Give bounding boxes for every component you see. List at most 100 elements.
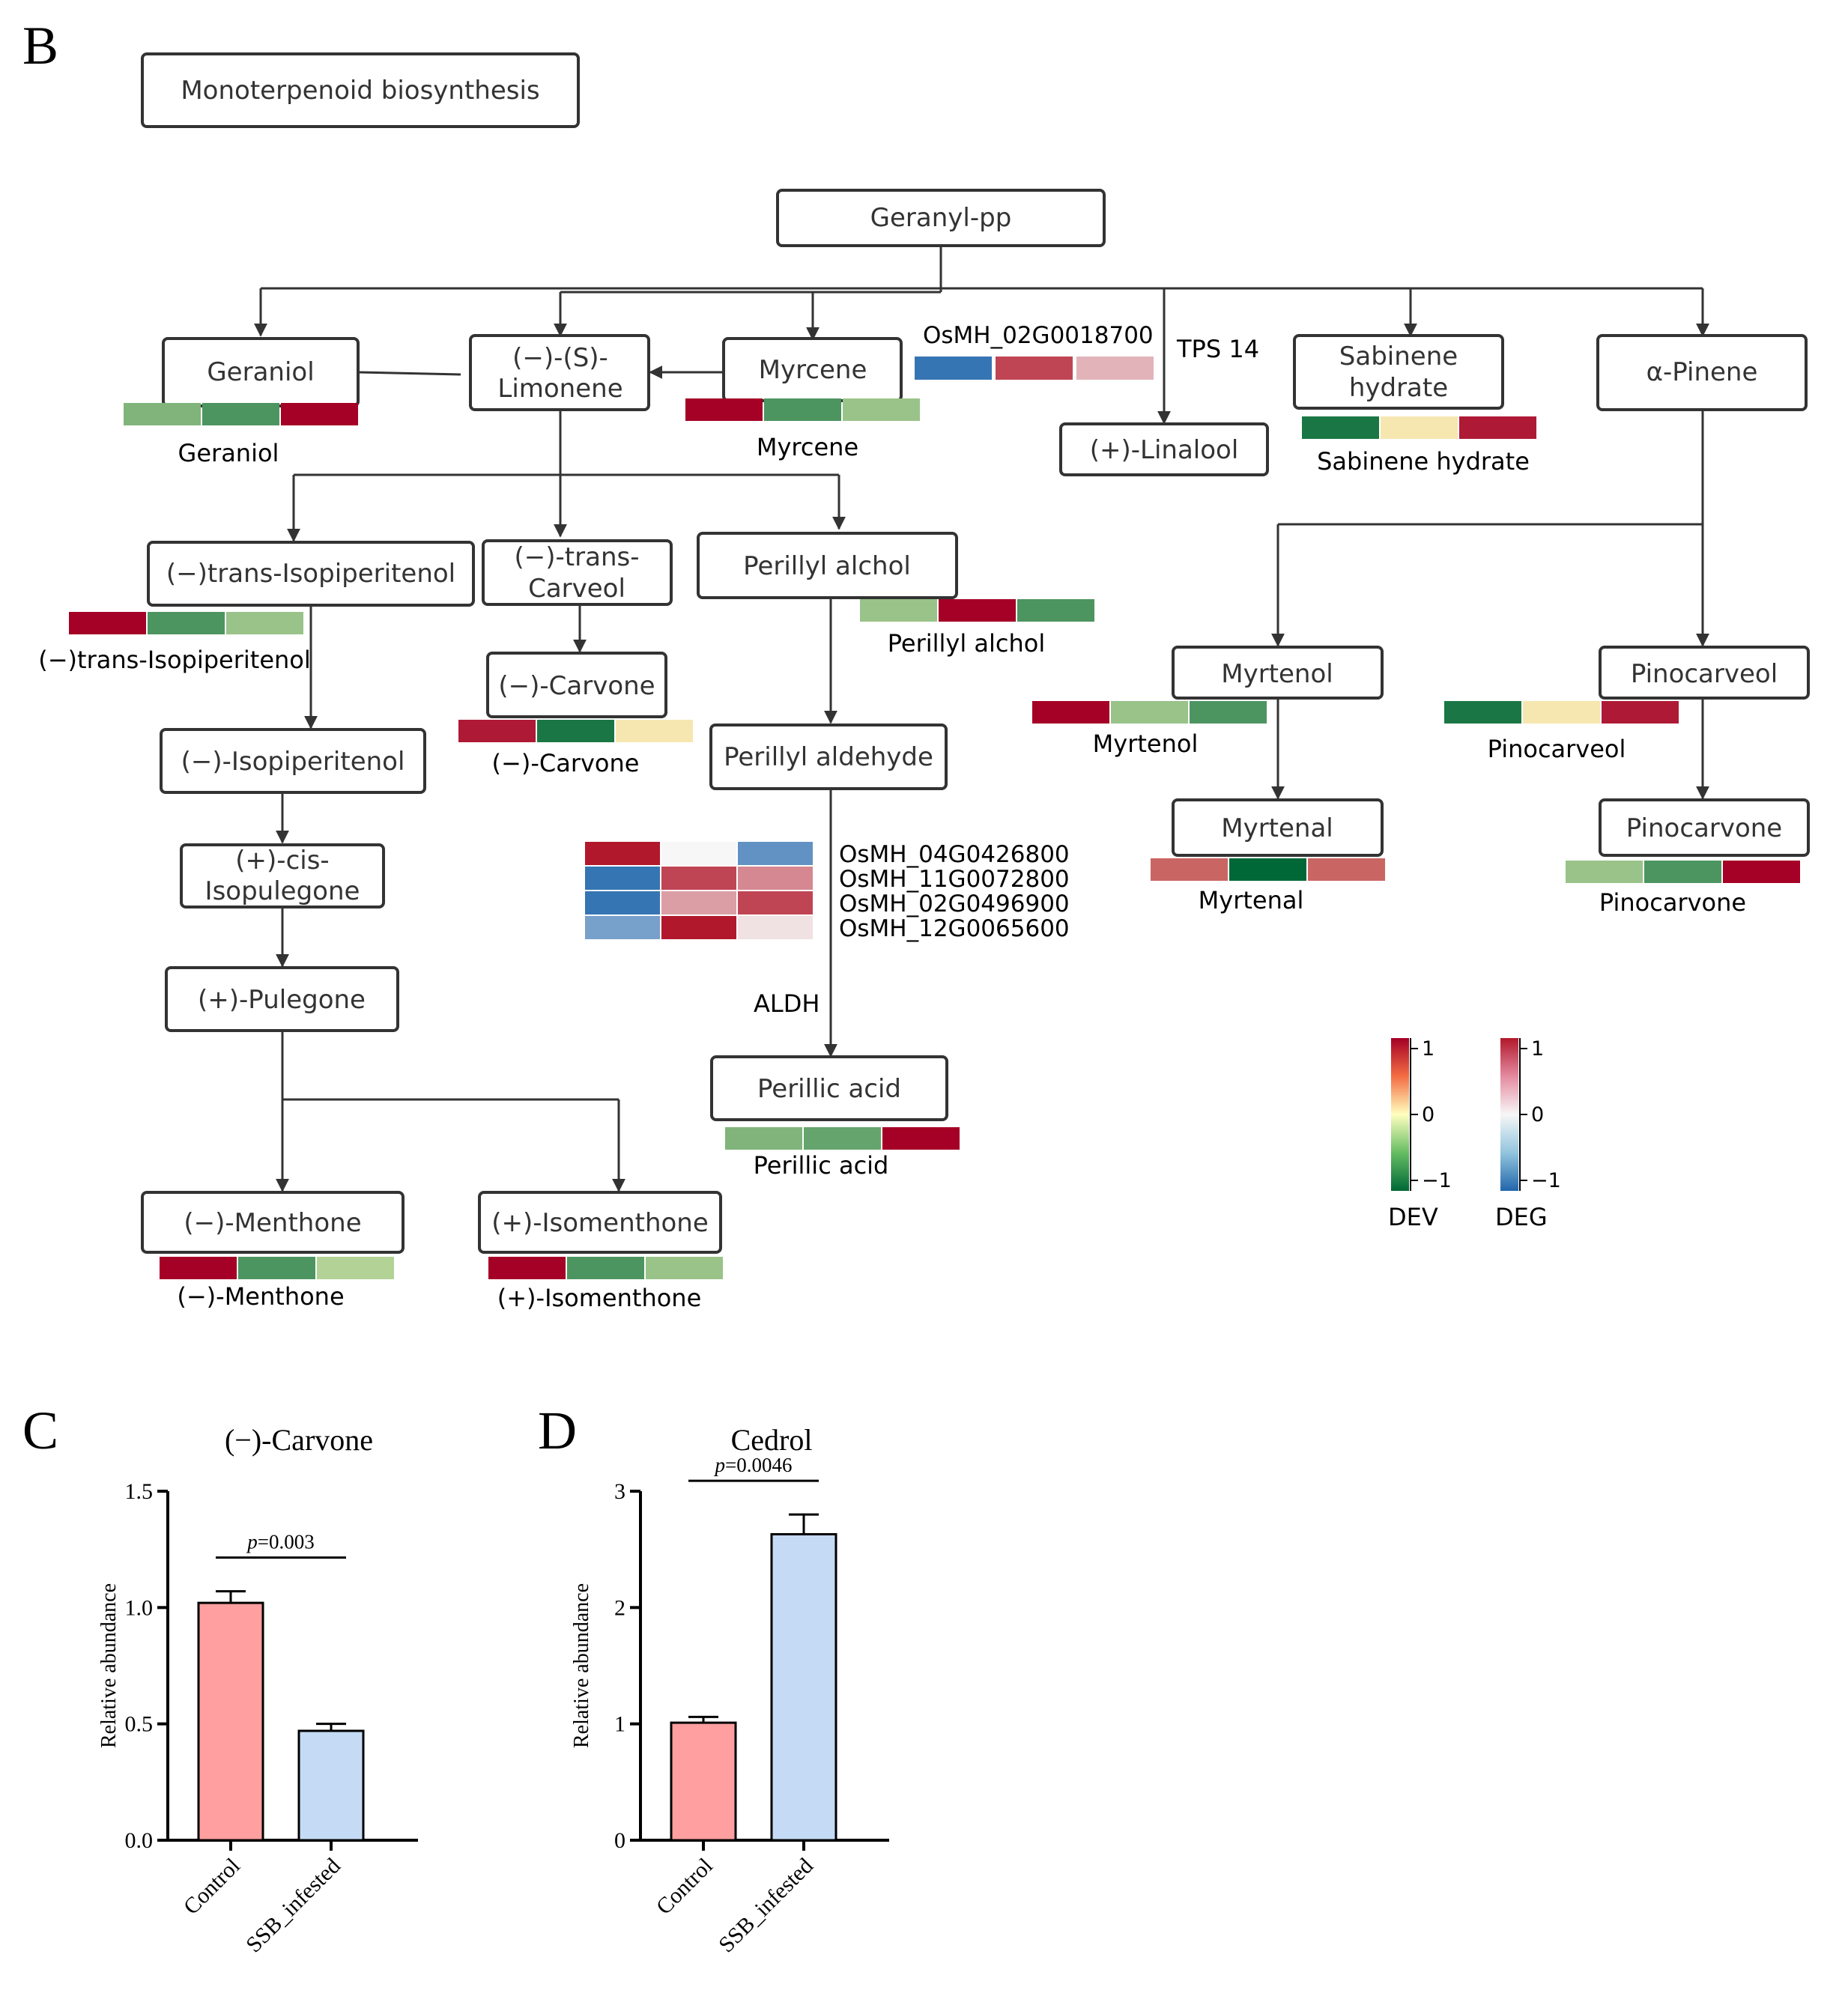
gene-label-aldh-2: OsMH_11G0072800 [839,866,1070,893]
gene-cell-aldh-2-3 [738,867,813,890]
svg-text:Myrcene: Myrcene [759,355,867,385]
legend-deg-tick-min: −1 [1531,1169,1561,1192]
y-tick-label-c-2: 1.0 [125,1595,154,1620]
node-pinocarveol: Pinocarveol [1599,646,1810,700]
heatstrip-myrcene [685,398,920,421]
heat-cell-transiso-2 [148,612,225,634]
svg-text:(−)-trans-: (−)-trans- [515,542,640,572]
y-tick-label-d-2: 2 [614,1595,625,1620]
svg-text:hydrate: hydrate [1349,373,1448,403]
y-tick-label-c-0: 0.0 [125,1828,154,1853]
heatstrip-myrtenol [1032,701,1267,724]
svg-text:Perillic acid: Perillic acid [757,1074,901,1104]
legend-dev: 1 0 −1 DEV [1388,1037,1452,1231]
gene-cell-linalool-1 [915,357,992,380]
heat-cell-pinocarveol-3 [1602,701,1679,724]
node-pulegone: (+)-Pulegone [165,966,399,1032]
heatstrip-geraniol [124,403,358,425]
chart-title-d: Cedrol [731,1423,813,1457]
legend-dev-tick-min: −1 [1422,1169,1452,1192]
node-geraniol: Geraniol [162,337,360,407]
node-carvone: (−)-Carvone [486,652,667,718]
heat-cell-geraniol-2 [202,403,279,425]
heat-cell-isomenthone-2 [567,1257,644,1279]
heat-cell-myrtenol-1 [1032,701,1109,724]
svg-text:(+)-Linalool: (+)-Linalool [1090,435,1239,465]
gene-label-aldh-4: OsMH_12G0065600 [839,915,1070,942]
y-tick-label-c-3: 1.5 [125,1479,154,1504]
node-limonene: (−)-(S)- Limonene [469,334,650,411]
svg-text:Pinocarvone: Pinocarvone [1626,813,1782,843]
p-value-d: p=0.0046 [714,1454,793,1476]
metabolite-label-myrtenol: Myrtenol [1093,729,1199,758]
legend-dev-tick-max: 1 [1422,1037,1435,1061]
node-trans-carveol: (−)-trans- Carveol [482,539,673,606]
legend-deg-title: DEG [1495,1203,1548,1231]
heat-cell-myrcene-1 [685,398,763,421]
svg-text:(+)-cis-: (+)-cis- [235,846,329,876]
y-tick-label-c-1: 0.5 [125,1712,154,1737]
bar-c-ssb-infested [297,1729,365,1842]
node-sabinene-hydrate: Sabinene hydrate [1293,334,1504,410]
heat-cell-pinocarvone-3 [1723,861,1800,883]
heat-cell-myrtenal-2 [1229,858,1306,881]
svg-text:Sabinene: Sabinene [1339,342,1458,371]
panel-label-b: B [22,16,58,76]
svg-text:(+)-Isomenthone: (+)-Isomenthone [491,1208,709,1238]
heat-cell-carvone-3 [616,720,693,742]
enzyme-label-aldh: ALDH [754,989,820,1018]
pathway-connectors [254,246,1709,1192]
node-myrtenal: Myrtenal [1172,798,1384,857]
gene-label-linalool: OsMH_02G0018700 [923,322,1154,349]
heat-cell-perillic-acid-1 [725,1127,802,1150]
heat-cell-pinocarvone-1 [1566,861,1643,883]
gene-cell-aldh-2-1 [585,867,660,890]
svg-text:(−)-Menthone: (−)-Menthone [184,1208,361,1238]
y-axis-label-c: Relative abundance [97,1583,121,1748]
heat-cell-perillyl-alchol-2 [939,599,1016,622]
svg-text:Perillyl aldehyde: Perillyl aldehyde [724,742,933,772]
node-isomenthone: (+)-Isomenthone [478,1191,722,1254]
gene-cell-linalool-3 [1076,357,1154,380]
metabolite-label-geraniol: Geraniol [178,439,279,467]
heat-cell-carvone-1 [458,720,536,742]
heat-cell-pinocarveol-1 [1444,701,1521,724]
node-perillyl-aldehyde: Perillyl aldehyde [709,724,948,790]
node-myrcene: Myrcene [722,337,903,402]
heat-cell-myrtenol-2 [1111,701,1188,724]
gene-heatmap-aldh [585,842,813,939]
heatstrip-perillic-acid [725,1127,960,1150]
gene-cell-aldh-4-3 [738,916,813,939]
bar-d-ssb-infested [770,1532,837,1842]
gene-cell-aldh-1-1 [585,842,660,865]
legend-dev-colorbar [1391,1038,1409,1191]
legend-deg-colorbar [1500,1038,1518,1191]
gene-cell-aldh-1-2 [661,842,736,865]
gene-cell-aldh-4-2 [661,916,736,939]
node-geranyl-pp: Geranyl-pp [776,189,1106,247]
heat-cell-perillic-acid-2 [804,1127,881,1150]
bar-d-control [670,1721,737,1842]
panel-label-c: C [22,1401,58,1460]
heat-cell-menthone-2 [238,1257,315,1279]
y-tick-label-d-3: 3 [614,1479,625,1504]
gene-cell-aldh-1-3 [738,842,813,865]
heatstrip-pinocarvone [1566,861,1800,883]
svg-text:Perillyl alchol: Perillyl alchol [743,551,911,581]
svg-text:Pinocarveol: Pinocarveol [1631,659,1778,689]
heat-cell-menthone-3 [317,1257,394,1279]
node-alpha-pinene: α-Pinene [1596,334,1808,411]
metabolite-label-pinocarvone: Pinocarvone [1599,888,1746,917]
metabolite-label-perillic-acid: Perillic acid [754,1151,889,1180]
svg-text:(+)-Pulegone: (+)-Pulegone [198,985,366,1015]
svg-text:Geranyl-pp: Geranyl-pp [870,203,1012,233]
metabolite-label-trans-isopiperitenol: (−)trans-Isopiperitenol [38,646,311,674]
heatstrip-sabinene-hydrate [1302,416,1536,439]
svg-text:α-Pinene: α-Pinene [1646,357,1758,387]
metabolite-label-myrtenal: Myrtenal [1199,886,1304,914]
heatstrip-perillyl-alchol [860,599,1094,622]
chart-title-c: (−)-Carvone [225,1423,373,1457]
heat-cell-isomenthone-1 [488,1257,566,1279]
heatstrip-isomenthone [488,1257,723,1279]
